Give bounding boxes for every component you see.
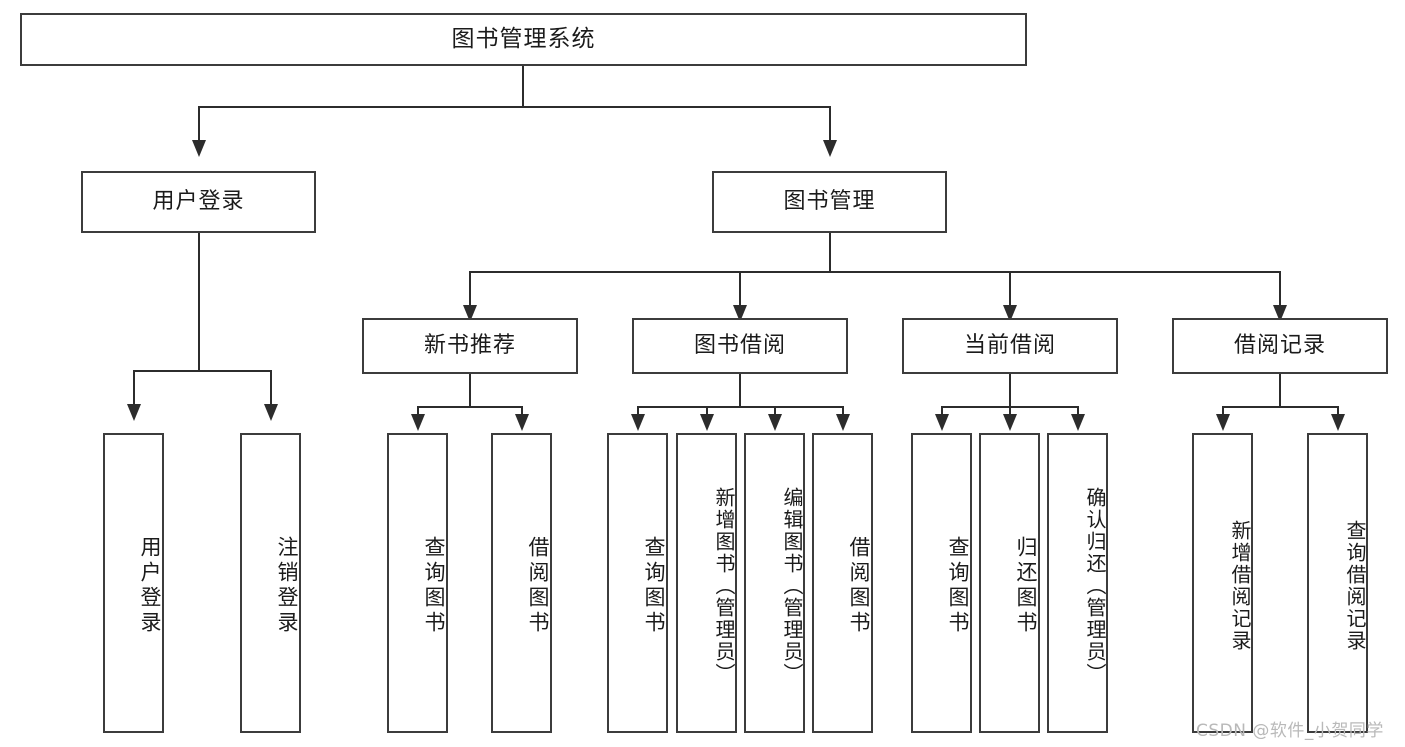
connector-book-management-stem: [829, 233, 831, 271]
node-label: 新增图书（管理员）: [712, 487, 736, 685]
arrow-icon-new-book: [463, 305, 477, 322]
node-label: 查询图书: [946, 536, 970, 636]
node-label: 查询图书: [642, 536, 666, 636]
node-label: 查询图书: [422, 536, 446, 636]
leaf-book-borrow-2[interactable]: 新增图书（管理员）: [676, 433, 737, 733]
arrow-icon-bb-4: [836, 414, 850, 431]
node-label: 注销登录: [275, 536, 299, 636]
node-label: 新书推荐: [423, 333, 516, 359]
arrow-icon-nb-2: [515, 414, 529, 431]
node-label: 查询借阅记录: [1343, 520, 1367, 652]
leaf-new-book-1[interactable]: 查询图书: [387, 433, 448, 733]
connector-borrow-record-stem: [1279, 374, 1281, 406]
leaf-new-book-2[interactable]: 借阅图书: [491, 433, 552, 733]
leaf-current-borrow-3[interactable]: 确认归还（管理员）: [1047, 433, 1108, 733]
node-label: 图书管理系统: [451, 25, 596, 52]
node-user-login[interactable]: 用户登录: [81, 171, 316, 233]
arrow-icon-user-login: [192, 140, 206, 157]
leaf-book-borrow-3[interactable]: 编辑图书（管理员）: [744, 433, 805, 733]
node-label: 用户登录: [138, 536, 162, 636]
connector-drop-borrow-record: [1279, 271, 1281, 307]
connector-book-borrow-stem: [739, 374, 741, 406]
connector-book-borrow-bus: [637, 406, 843, 408]
connector-new-book-bus: [417, 406, 522, 408]
node-new-book-recommend[interactable]: 新书推荐: [362, 318, 578, 374]
connector-user-login-stem: [198, 233, 200, 370]
node-label: 新增借阅记录: [1228, 520, 1252, 652]
node-label: 用户登录: [152, 189, 245, 215]
node-label: 归还图书: [1014, 536, 1038, 636]
leaf-book-borrow-1[interactable]: 查询图书: [607, 433, 668, 733]
connector-drop-new-book: [469, 271, 471, 307]
node-label: 借阅图书: [847, 536, 871, 636]
connector-drop-login-1: [133, 370, 135, 406]
node-borrow-record[interactable]: 借阅记录: [1172, 318, 1388, 374]
leaf-user-login-2[interactable]: 注销登录: [240, 433, 301, 733]
arrow-icon-cb-2: [1003, 414, 1017, 431]
arrow-icon-bb-1: [631, 414, 645, 431]
connector-new-book-stem: [469, 374, 471, 406]
node-label: 借阅图书: [526, 536, 550, 636]
arrow-icon-bb-3: [768, 414, 782, 431]
node-current-borrow[interactable]: 当前借阅: [902, 318, 1118, 374]
arrow-icon-borrow-record: [1273, 305, 1287, 322]
node-book-management[interactable]: 图书管理: [712, 171, 947, 233]
connector-borrow-record-bus: [1222, 406, 1338, 408]
arrow-icon-current-borrow: [1003, 305, 1017, 322]
connector-drop-current-borrow: [1009, 271, 1011, 307]
leaf-current-borrow-2[interactable]: 归还图书: [979, 433, 1040, 733]
arrow-icon-login-2: [264, 404, 278, 421]
connector-current-borrow-stem: [1009, 374, 1011, 406]
node-label: 借阅记录: [1233, 333, 1326, 359]
connector-level2-bus: [198, 106, 831, 108]
arrow-icon-cb-3: [1071, 414, 1085, 431]
connector-root-stem: [522, 66, 524, 106]
leaf-borrow-record-2[interactable]: 查询借阅记录: [1307, 433, 1368, 733]
node-label: 编辑图书（管理员）: [780, 487, 804, 685]
leaf-book-borrow-4[interactable]: 借阅图书: [812, 433, 873, 733]
arrow-icon-login-1: [127, 404, 141, 421]
arrow-icon-bb-2: [700, 414, 714, 431]
connector-level3-bus: [469, 271, 1281, 273]
arrow-icon-book-borrow: [733, 305, 747, 322]
watermark-text: CSDN @软件_小贺同学: [1196, 721, 1384, 741]
node-label: 图书管理: [783, 189, 876, 215]
connector-drop-login-2: [270, 370, 272, 406]
node-label: 当前借阅: [963, 333, 1056, 359]
arrow-icon-br-1: [1216, 414, 1230, 431]
connector-drop-book-borrow: [739, 271, 741, 307]
node-book-borrow[interactable]: 图书借阅: [632, 318, 848, 374]
arrow-icon-cb-1: [935, 414, 949, 431]
connector-user-login-bus: [133, 370, 270, 372]
arrow-icon-book-management: [823, 140, 837, 157]
node-label: 图书借阅: [693, 333, 786, 359]
connector-drop-user-login: [198, 106, 200, 142]
connector-drop-book-management: [829, 106, 831, 142]
leaf-current-borrow-1[interactable]: 查询图书: [911, 433, 972, 733]
node-label: 确认归还（管理员）: [1083, 487, 1107, 685]
leaf-user-login-1[interactable]: 用户登录: [103, 433, 164, 733]
node-root-book-management-system[interactable]: 图书管理系统: [20, 13, 1027, 66]
arrow-icon-nb-1: [411, 414, 425, 431]
arrow-icon-br-2: [1331, 414, 1345, 431]
leaf-borrow-record-1[interactable]: 新增借阅记录: [1192, 433, 1253, 733]
